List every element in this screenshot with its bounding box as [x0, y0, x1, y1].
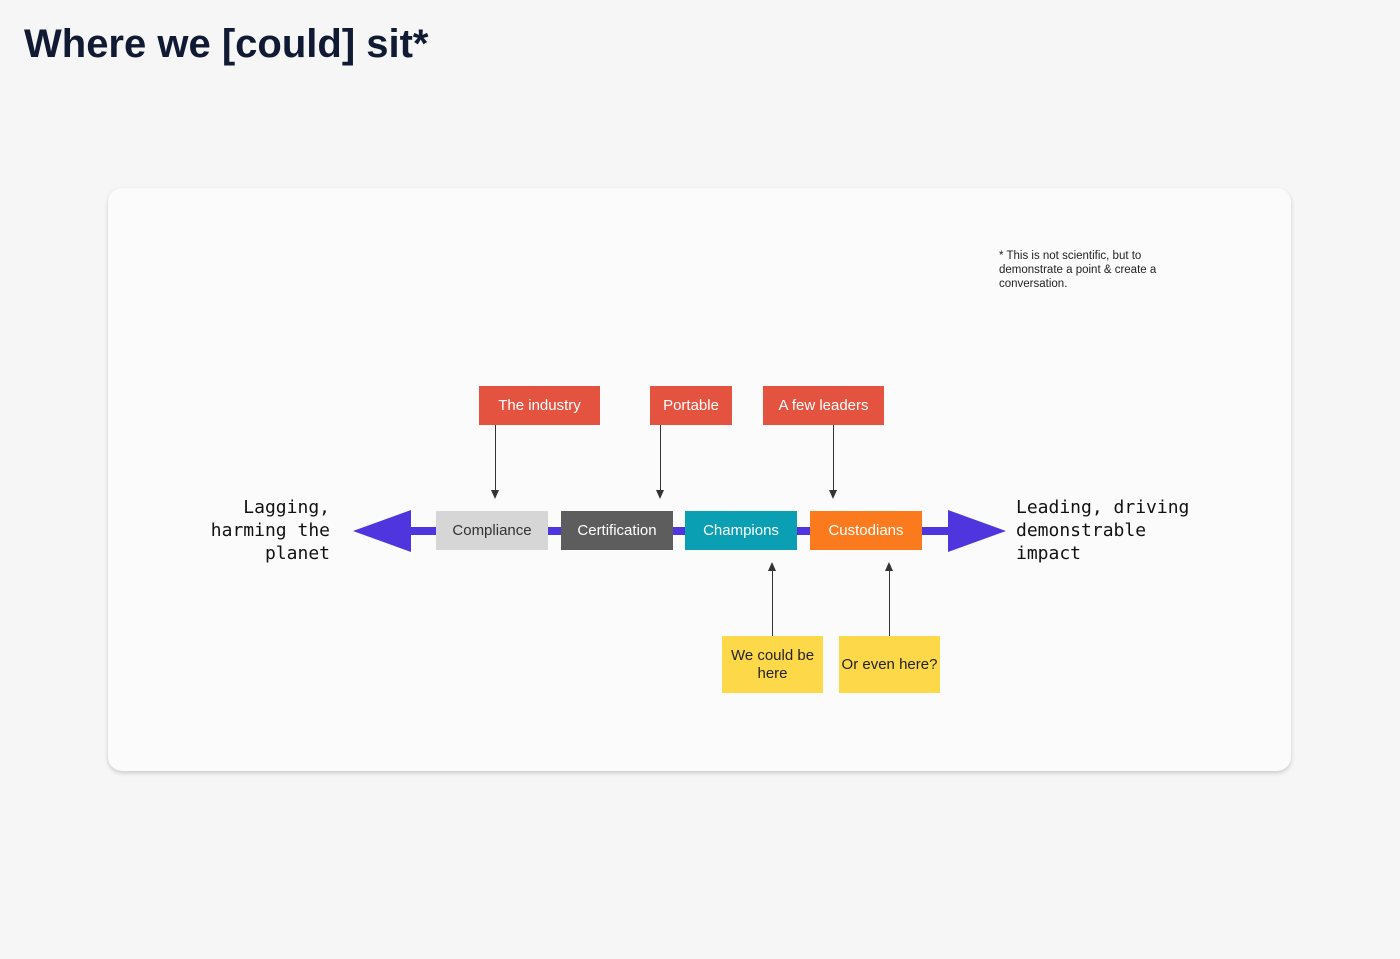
- connector-leaders: [833, 425, 834, 491]
- left-axis-label: Lagging, harming the planet: [210, 497, 330, 564]
- arrow-up-icon: [768, 562, 776, 571]
- page-title: Where we [could] sit*: [24, 22, 429, 66]
- arrow-down-icon: [491, 490, 499, 499]
- tag-the-industry: The industry: [479, 386, 600, 425]
- arrow-up-icon: [885, 562, 893, 571]
- tag-portable: Portable: [650, 386, 732, 425]
- connector-industry: [495, 425, 496, 491]
- note-or-even-here: Or even here?: [839, 636, 940, 693]
- stage-custodians: Custodians: [810, 511, 922, 550]
- stage-champions: Champions: [685, 511, 797, 550]
- diagram-card: * This is not scientific, but to demonst…: [108, 188, 1291, 771]
- stage-compliance: Compliance: [436, 511, 548, 550]
- connector-we-could: [772, 570, 773, 636]
- arrow-left-icon: [353, 510, 411, 552]
- connector-portable: [660, 425, 661, 491]
- tag-a-few-leaders: A few leaders: [763, 386, 884, 425]
- right-axis-label: Leading, driving demonstrable impact: [1016, 497, 1190, 564]
- stage-certification: Certification: [561, 511, 673, 550]
- note-we-could-be-here: We could be here: [722, 636, 823, 693]
- arrow-down-icon: [656, 490, 664, 499]
- footnote: * This is not scientific, but to demonst…: [999, 250, 1157, 290]
- arrow-down-icon: [829, 490, 837, 499]
- connector-or-even: [889, 570, 890, 636]
- arrow-right-icon: [948, 510, 1006, 552]
- axis-bar: [398, 527, 958, 535]
